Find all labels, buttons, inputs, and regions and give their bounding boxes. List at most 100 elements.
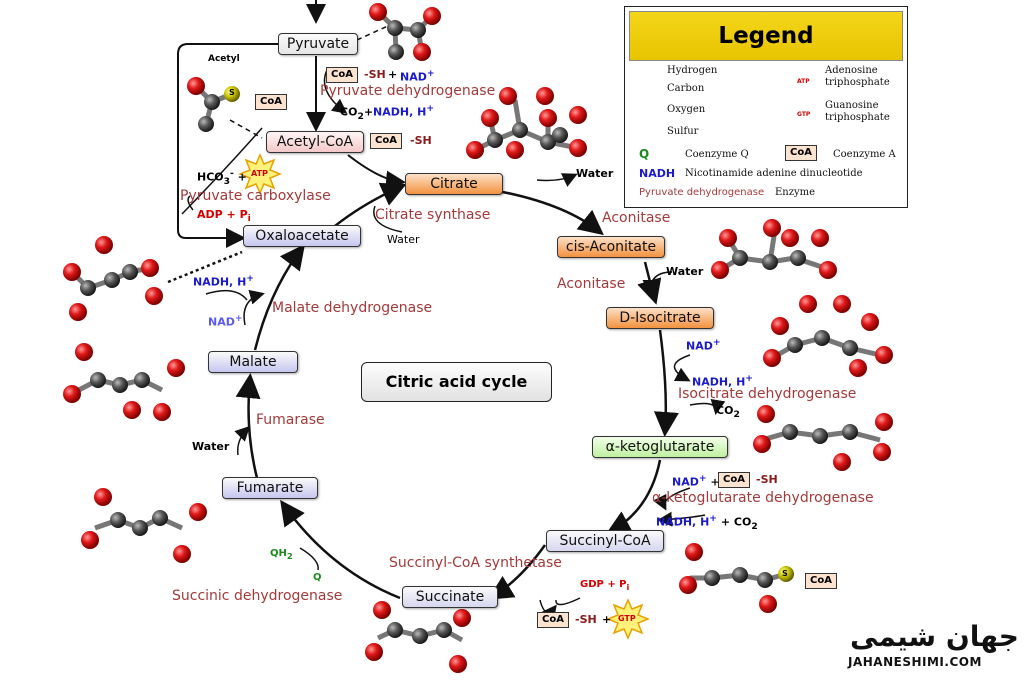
legend-coa-symbol: CoA [785,145,817,161]
legend-nadh-symbol: NADH [639,167,676,180]
scs-gdp-label: GDP + Pi [580,579,629,592]
pdh-sh-label: -SH [364,68,386,81]
succinylcoa-sulfur-label: S [782,569,788,578]
metabolite-pyruvate: Pyruvate [278,33,358,55]
legend-atp-star-label: ATP [797,78,810,85]
enzyme-citrate-synthase: Citrate synthase [375,207,491,223]
metabolite-alpha-ketoglutarate: α-ketoglutarate [592,436,728,458]
molecule-isocitrate [763,295,893,377]
akg-nad-sup: + [698,473,707,484]
mdh-nad-text: NAD [208,315,235,329]
sdh-qh2-label: QH2 [270,548,293,561]
legend-title: Legend [629,11,903,61]
pdh-nadh-sup: + [426,103,434,114]
scs-plus-label: + [602,613,612,626]
pdh-plus-label: + [388,68,398,81]
enzyme-malate-dehydrogenase: Malate dehydrogenase [272,300,433,316]
sdh-qh2-sub: 2 [286,551,293,561]
molecule-oxaloacetate [63,236,163,321]
legend-q-symbol: Q [639,147,650,161]
akg-plus-2: + [720,515,731,529]
legend-panel: Legend Hydrogen Carbon Oxygen Sulfur Ade… [624,6,908,208]
idh-nad-text: NAD [686,339,713,353]
molecule-citrate [466,87,587,159]
molecule-malate [63,343,185,421]
acetylcoa-coa-tag: CoA [370,133,402,149]
scs-coa-tag: CoA [537,612,569,628]
enzyme-isocitrate-dehydrogenase: Isocitrate dehydrogenase [678,386,857,402]
legend-coenzyme-a: Coenzyme A [833,149,896,160]
dashed-links [167,24,391,284]
idh-co2-sub: 2 [733,409,740,421]
metabolite-acetyl-coa: Acetyl-CoA [266,131,364,153]
akg-products-label: NADH, H+ + CO2 [656,513,758,532]
pc-adp-label: ADP + Pi [197,208,251,224]
akg-nadh-text: NADH, H [656,515,710,529]
aco-water-out-label: Water [576,167,614,180]
label-acetyl: Acetyl [208,54,240,64]
idh-nadh-label: NADH, H+ [692,373,753,389]
fum-water-label: Water [192,440,230,453]
metabolite-succinate: Succinate [402,586,498,608]
akg-nadh-sup: + [709,513,717,524]
legend-atp: Adenosine triphosphate [825,65,890,88]
pc-hco3-text: HCO [197,170,224,184]
legend-hydrogen: Hydrogen [667,65,718,76]
sdh-qh2-text: QH [270,548,287,559]
legend-gtp: Guanosine triphosphate [825,100,890,123]
enzyme-fumarase: Fumarase [256,412,325,428]
enzyme-aconitase-1: Aconitase [602,210,671,226]
enzyme-pyruvate-dehydrogenase: Pyruvate dehydrogenase [320,83,496,99]
pc-atp-label: ATP [251,169,268,178]
acetyl-coa-tag: CoA [255,94,287,110]
cs-water-label: Water [387,233,420,246]
legend-nadh-name: Nicotinamide adenine dinucleotide [685,168,863,179]
enzyme-pyruvate-carboxylase: Pyruvate carboxylase [180,188,331,204]
pyruvate-pathways [177,0,406,248]
legend-oxygen: Oxygen [667,104,706,115]
enzyme-succinyl-coa-synthetase: Succinyl-CoA synthetase [389,555,562,571]
molecule-alpha-ketoglutarate [753,405,893,471]
pdh-products-label: CO2+NADH, H+ [340,103,434,122]
mdh-nadh-text: NADH, H [193,275,247,289]
idh-nad-label: NAD+ [686,337,721,353]
enzyme-succinic-dehydrogenase: Succinic dehydrogenase [172,588,343,604]
idh-nad-sup: + [712,337,721,348]
succinylcoa-coa-tag: CoA [805,573,837,589]
metabolite-d-isocitrate: D-Isocitrate [606,307,714,329]
sdh-q-label: Q [313,572,322,583]
enzyme-aconitase-2: Aconitase [557,276,626,292]
legend-carbon: Carbon [667,83,705,94]
legend-enzyme: Enzyme [775,187,816,198]
molecule-cis-aconitate [711,219,837,279]
molecule-succinyl-coa [679,543,794,613]
akg-co2-sub: 2 [751,520,758,532]
idh-nadh-text: NADH, H [692,375,746,389]
akg-nad-text: NAD [672,475,699,489]
akg-co2-text: CO [733,515,752,529]
scs-sh-label: -SH [575,613,597,626]
metabolite-fumarate: Fumarate [222,477,318,499]
molecule-pyruvate [369,3,441,61]
legend-enzyme-example: Pyruvate dehydrogenase [639,187,765,198]
idh-co2-label: CO2 [716,404,740,420]
enzyme-akg-dehydrogenase: α-ketoglutarate dehydrogenase [652,490,874,506]
legend-coenzyme-q: Coenzyme Q [685,149,749,160]
gtp-star-shape [605,598,651,640]
metabolite-malate: Malate [208,351,298,373]
pc-hco3-sub: 3 [223,175,231,187]
diagram-title: Citric acid cycle [361,362,552,402]
pc-adp-text: ADP + P [197,208,248,221]
pc-adp-sub: i [247,213,251,225]
idh-co2-text: CO [716,404,734,417]
mdh-nad-sup: + [234,313,243,324]
metabolite-succinyl-coa: Succinyl-CoA [546,530,664,552]
akg-plus: + [710,475,720,489]
metabolite-citrate: Citrate [405,173,503,195]
side-arrows [187,67,726,622]
pdh-nad-text: NAD [400,70,427,84]
legend-sulfur: Sulfur [667,126,699,137]
mdh-nadh-label: NADH, H+ [193,273,254,289]
scs-gdp-sub: i [626,582,630,592]
atp-star-shape [237,153,283,195]
